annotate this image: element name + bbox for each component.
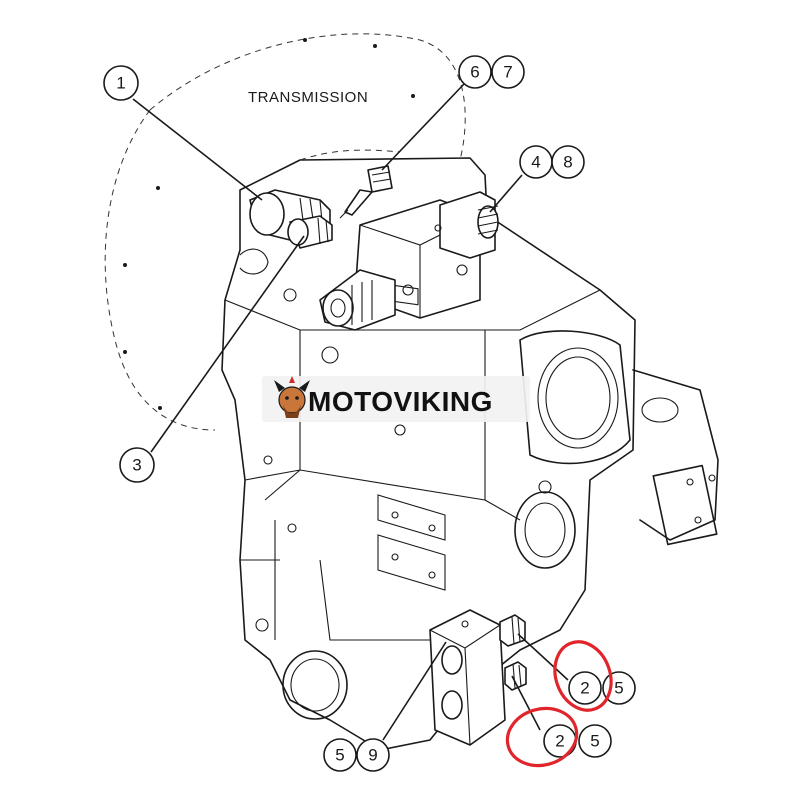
solenoid-valve-4-8 (319, 191, 499, 331)
svg-text:1: 1 (116, 74, 125, 93)
svg-text:5: 5 (590, 732, 599, 751)
callout-5-bottom: 5 (323, 738, 357, 772)
svg-text:4: 4 (531, 153, 540, 172)
watermark-text: MOTOVIKING (308, 386, 493, 417)
callout-4: 4 (519, 145, 553, 179)
callout-9: 9 (356, 738, 390, 772)
svg-text:9: 9 (368, 746, 377, 765)
plug-3 (287, 215, 333, 249)
highlight-circle-lower (505, 706, 579, 768)
highlight-markers (505, 640, 613, 768)
svg-text:8: 8 (563, 153, 572, 172)
callout-3: 3 (119, 447, 155, 483)
svg-text:2: 2 (555, 732, 564, 751)
lower-valve-block (429, 609, 527, 746)
svg-text:5: 5 (614, 679, 623, 698)
viking-logo-icon (274, 376, 310, 418)
svg-text:6: 6 (470, 63, 479, 82)
callout-2-upper: 2 (568, 671, 602, 705)
highlight-circle-upper (553, 640, 613, 712)
svg-text:3: 3 (132, 456, 141, 475)
callout-8: 8 (551, 145, 585, 179)
svg-text:7: 7 (503, 63, 512, 82)
sensor-6-7 (339, 165, 393, 219)
callout-5-lower: 5 (578, 724, 612, 758)
svg-text:5: 5 (335, 746, 344, 765)
callout-1: 1 (103, 65, 139, 101)
watermark: MOTOVIKING (262, 376, 530, 422)
transmission-label: TRANSMISSION (248, 89, 368, 106)
callout-7: 7 (491, 55, 525, 89)
leader-lines (132, 83, 569, 741)
transmission-flange (104, 33, 466, 431)
callout-6: 6 (458, 55, 492, 89)
svg-text:2: 2 (580, 679, 589, 698)
callout-2-lower: 2 (543, 724, 577, 758)
